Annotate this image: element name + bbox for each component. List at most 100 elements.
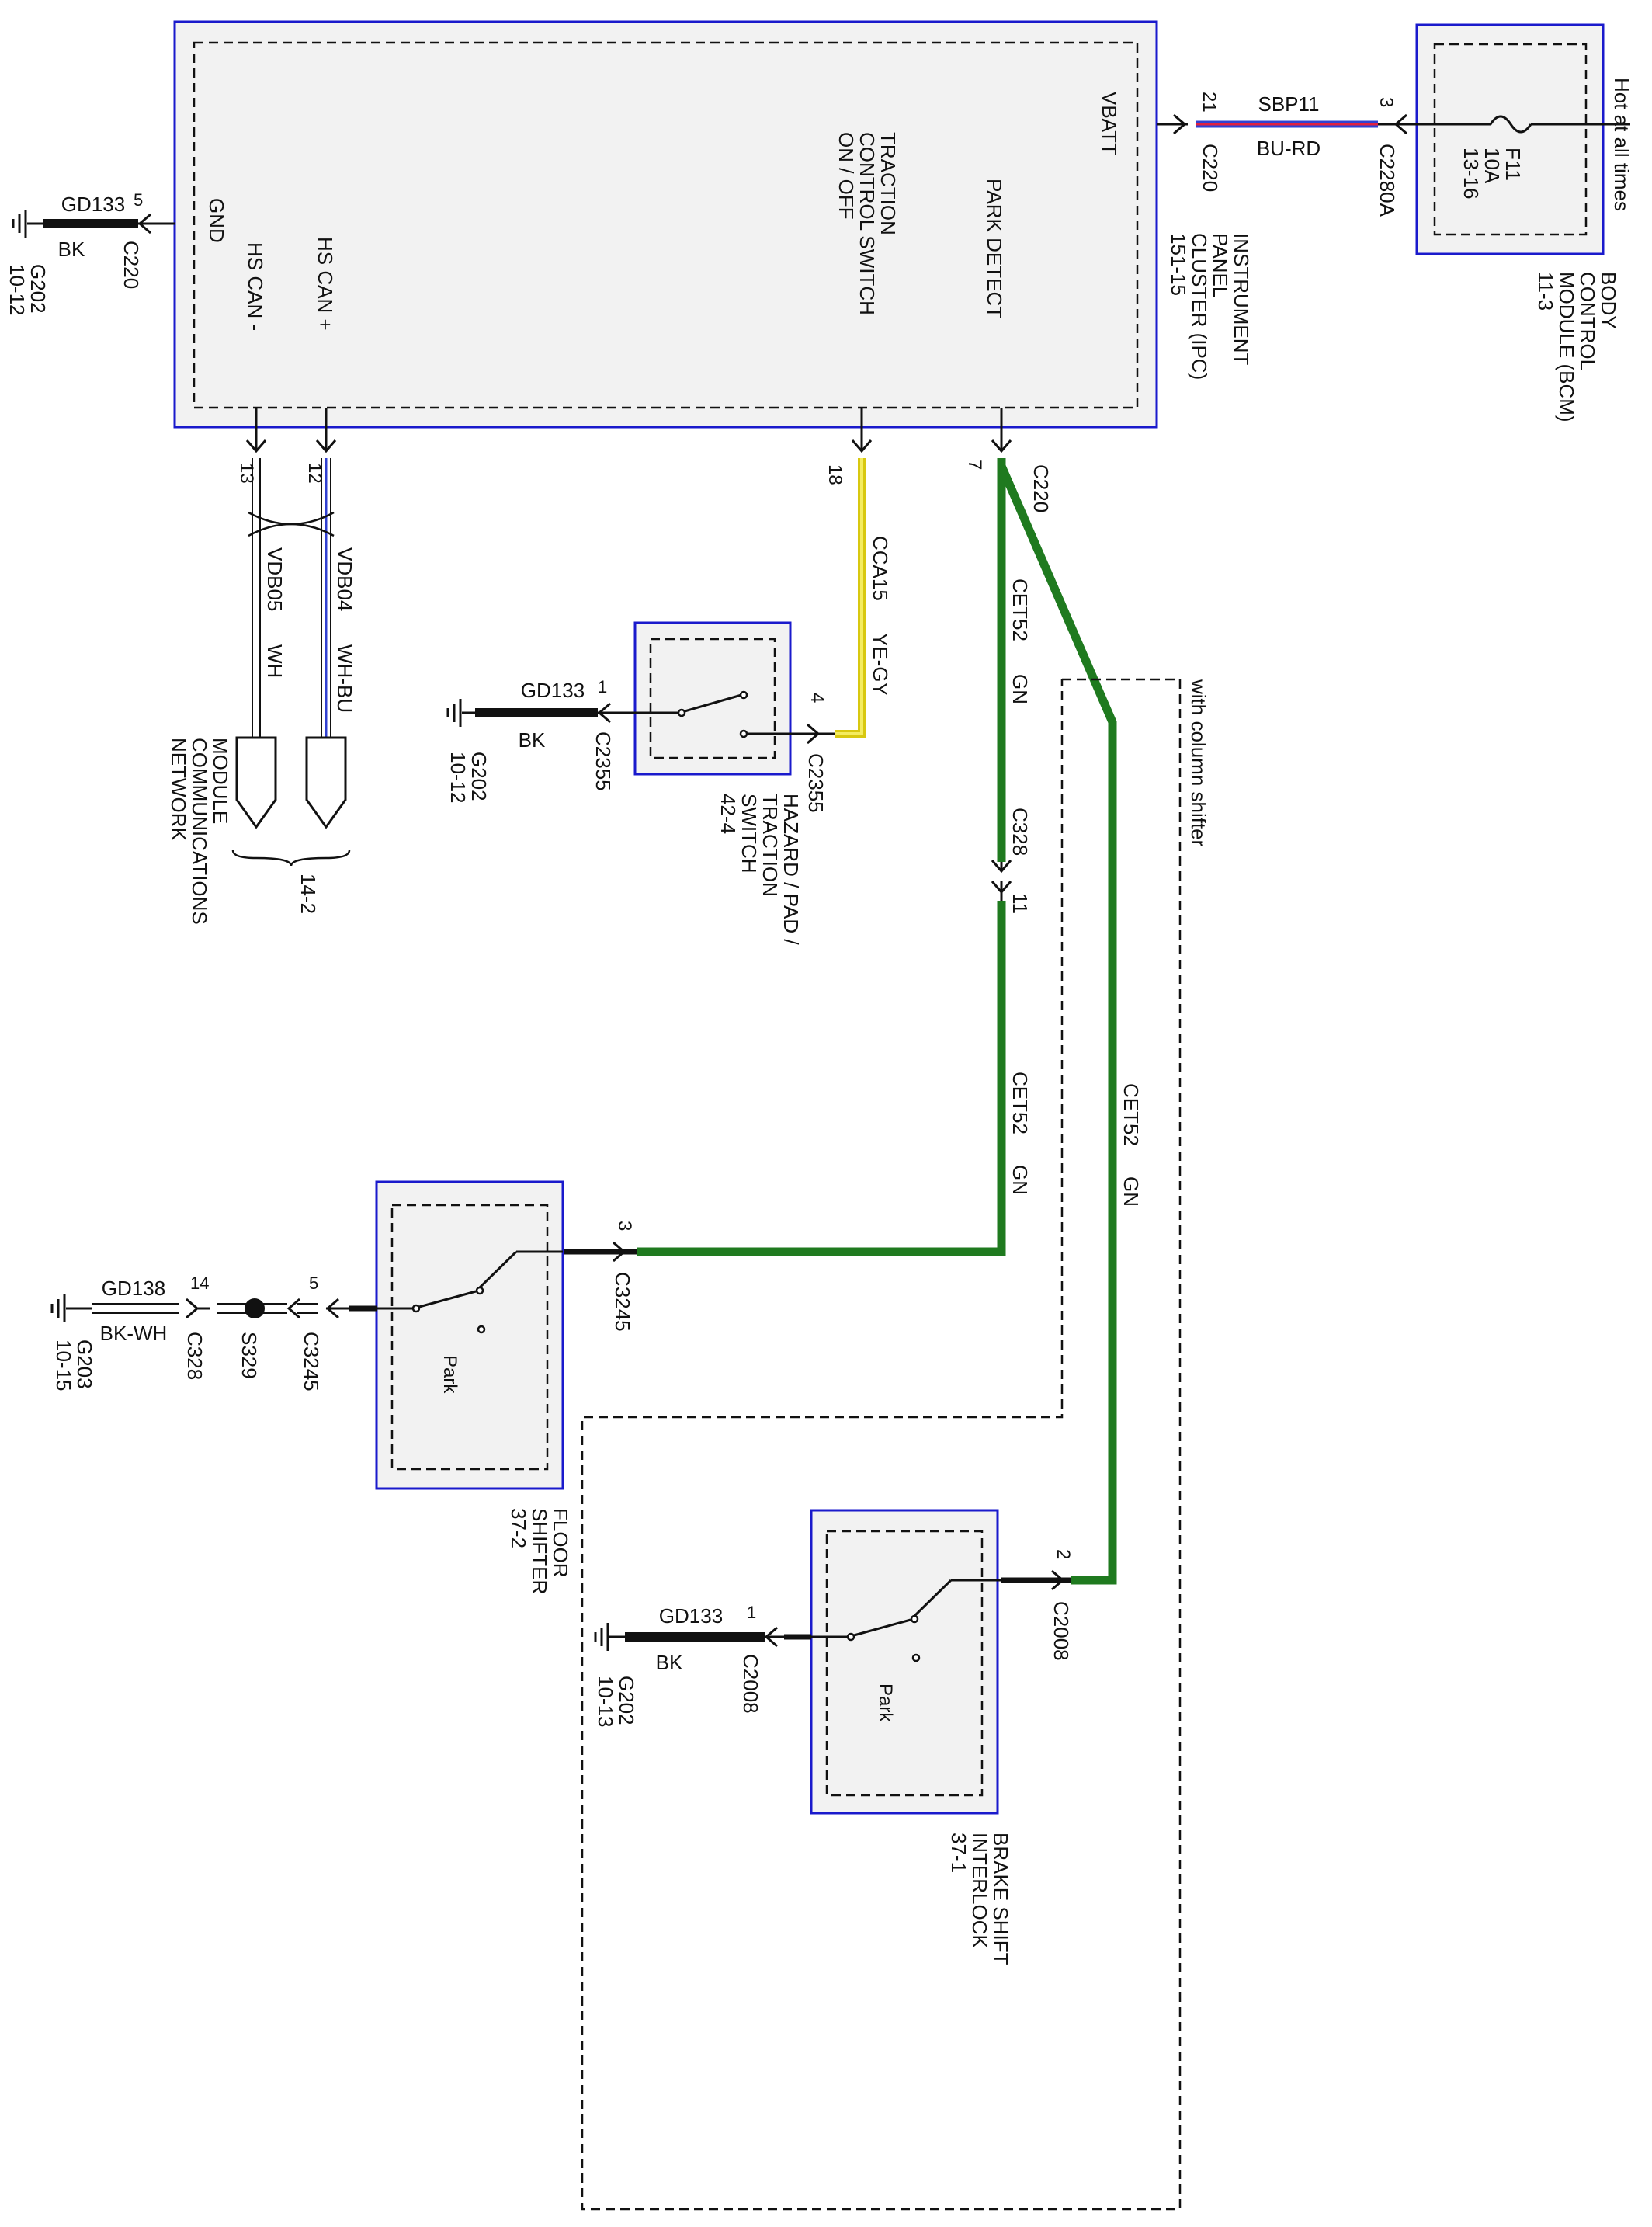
- bsi-ground-id: GD133: [659, 1604, 723, 1628]
- floor-ground-pin-c3245: 5: [309, 1273, 318, 1293]
- ipc-ref: 151-15: [1167, 233, 1190, 296]
- splice-icon: [245, 1298, 265, 1318]
- wire-cca15[interactable]: [807, 408, 873, 745]
- bcm-name-line2: CONTROL: [1576, 272, 1599, 370]
- ground-symbol-icon: [12, 210, 27, 238]
- floor-ground-id: GD138: [102, 1277, 165, 1300]
- floor-ground-ref: 10-15: [52, 1339, 75, 1391]
- wire-vdb04[interactable]: [315, 408, 337, 738]
- floor-shifter-module[interactable]: [375, 1180, 564, 1490]
- cet52-floor-color: GN: [1008, 1165, 1032, 1195]
- cet52-top-color: GN: [1008, 674, 1032, 704]
- floor-ground-name: G203: [73, 1339, 96, 1389]
- c328-inline-conn: C328: [1008, 808, 1032, 856]
- wire-sbp11[interactable]: [1157, 113, 1407, 135]
- cet52-top-id: CET52: [1008, 578, 1032, 641]
- cet52-column-id: CET52: [1119, 1083, 1143, 1146]
- network-name-line3: NETWORK: [167, 738, 190, 842]
- vdb05-pin: 13: [236, 463, 257, 484]
- option-label: with column shifter: [1187, 679, 1210, 847]
- hazard-ref: 42-4: [717, 794, 740, 834]
- wire-cet52-floor[interactable]: [563, 901, 1006, 1263]
- cet52-floor-conn: C3245: [611, 1272, 634, 1332]
- cet52-top-conn: C220: [1029, 464, 1053, 512]
- bsi-ground-pin: 1: [747, 1603, 756, 1622]
- ipc-pin-vbatt: VBATT: [1098, 92, 1121, 155]
- wire-vdb05[interactable]: [245, 408, 267, 738]
- ipc-pin-gnd: GND: [205, 198, 228, 243]
- ground-symbol-icon: [446, 699, 462, 727]
- ipc-ground-pin: 5: [134, 190, 143, 210]
- cca15-pin-ipc: 18: [824, 464, 845, 485]
- network-ref: 14-2: [297, 874, 320, 914]
- cca15-color: YE-GY: [869, 633, 892, 696]
- wire-ipc-ground[interactable]: [27, 213, 175, 235]
- network-name-line2: COMMUNICATIONS: [188, 738, 211, 925]
- sbp11-pin-bcm: 3: [1376, 97, 1397, 107]
- switch-ground-id: GD133: [521, 679, 585, 702]
- bsi-name-line2: INTERLOCK: [968, 1833, 991, 1948]
- floor-ground-conn-c3245: C3245: [300, 1332, 323, 1391]
- sbp11-id: SBP11: [1258, 92, 1319, 116]
- bsi-contact: Park: [875, 1683, 896, 1722]
- network-name-line1: MODULE: [209, 738, 232, 824]
- bsi-ground-ref: 10-13: [594, 1676, 617, 1728]
- cet52-column-color: GN: [1119, 1176, 1143, 1207]
- switch-ground-ref: 10-12: [446, 752, 470, 804]
- ipc-ground-conn: C220: [120, 241, 143, 289]
- hazard-name-line1: HAZARD / PAD /: [779, 794, 803, 945]
- switch-ground-conn: C2355: [592, 731, 615, 791]
- ipc-ground-ref: 10-12: [5, 264, 29, 316]
- bsi-module[interactable]: [810, 1509, 999, 1815]
- ipc-name-line3: CLUSTER (IPC): [1188, 233, 1211, 380]
- ipc-ground-name: G202: [26, 264, 50, 314]
- ipc-name-line2: PANEL: [1209, 233, 1232, 297]
- cet52-top-pin: 7: [964, 460, 985, 470]
- cet52-floor-id: CET52: [1008, 1072, 1032, 1134]
- wire-cet52-top[interactable]: [991, 408, 1012, 901]
- hazard-name-line2: TRACTION: [758, 794, 782, 897]
- ipc-ground-color: BK: [58, 238, 85, 261]
- hot-at-all-times: Hot at all times: [1610, 78, 1633, 211]
- floor-shifter-contact: Park: [439, 1355, 460, 1394]
- bcm-name-line1: BODY: [1597, 272, 1620, 329]
- fuse-rating: 10A: [1480, 148, 1504, 184]
- wire-floor-ground[interactable]: [66, 1298, 377, 1319]
- bcm-ref: 11-3: [1534, 272, 1557, 311]
- ground-symbol-icon: [594, 1623, 609, 1651]
- cca15-id: CCA15: [869, 536, 892, 601]
- cca15-conn-switch: C2355: [804, 753, 828, 813]
- bcm-name-line3: MODULE (BCM): [1555, 272, 1578, 422]
- sbp11-color: BU-RD: [1257, 137, 1321, 160]
- sbp11-conn-ipc: C220: [1199, 144, 1222, 192]
- cet52-column-pin: 2: [1053, 1549, 1074, 1559]
- hazard-switch-module[interactable]: [633, 621, 792, 776]
- fuse-id: F11: [1501, 148, 1525, 181]
- wire-bsi-ground[interactable]: [609, 1626, 811, 1648]
- fuse-icon: [1396, 115, 1630, 134]
- bcm-module[interactable]: [1415, 23, 1605, 255]
- vdb04-id: VDB04: [333, 547, 356, 611]
- wire-switch-ground[interactable]: [462, 702, 613, 724]
- twisted-pair-icon: [248, 511, 335, 537]
- ipc-ground-id: GD133: [61, 193, 125, 216]
- network-bracket-icon: [231, 849, 351, 867]
- vdb05-color: WH: [263, 644, 286, 678]
- c328-inline-pin: 11: [1008, 893, 1032, 914]
- switch-ground-name: G202: [467, 752, 491, 801]
- cet52-floor-pin: 3: [614, 1221, 635, 1231]
- sbp11-pin-ipc: 21: [1199, 92, 1220, 113]
- network-connector-icon[interactable]: [235, 736, 347, 829]
- wire-cet52-column[interactable]: [997, 464, 1117, 1591]
- floor-shifter-name-line1: FLOOR: [549, 1508, 572, 1578]
- ipc-traction-line3: ON / OFF: [835, 132, 858, 220]
- floor-shifter-ref: 37-2: [507, 1508, 530, 1548]
- ipc-module[interactable]: [173, 20, 1158, 429]
- bsi-name-line1: BRAKE SHIFT: [989, 1833, 1012, 1965]
- cca15-pin-switch: 4: [807, 693, 828, 703]
- ipc-pin-hs-can-plus: HS CAN +: [314, 237, 337, 331]
- fuse-ref: 13-16: [1459, 148, 1483, 200]
- switch-ground-pin: 1: [598, 677, 607, 697]
